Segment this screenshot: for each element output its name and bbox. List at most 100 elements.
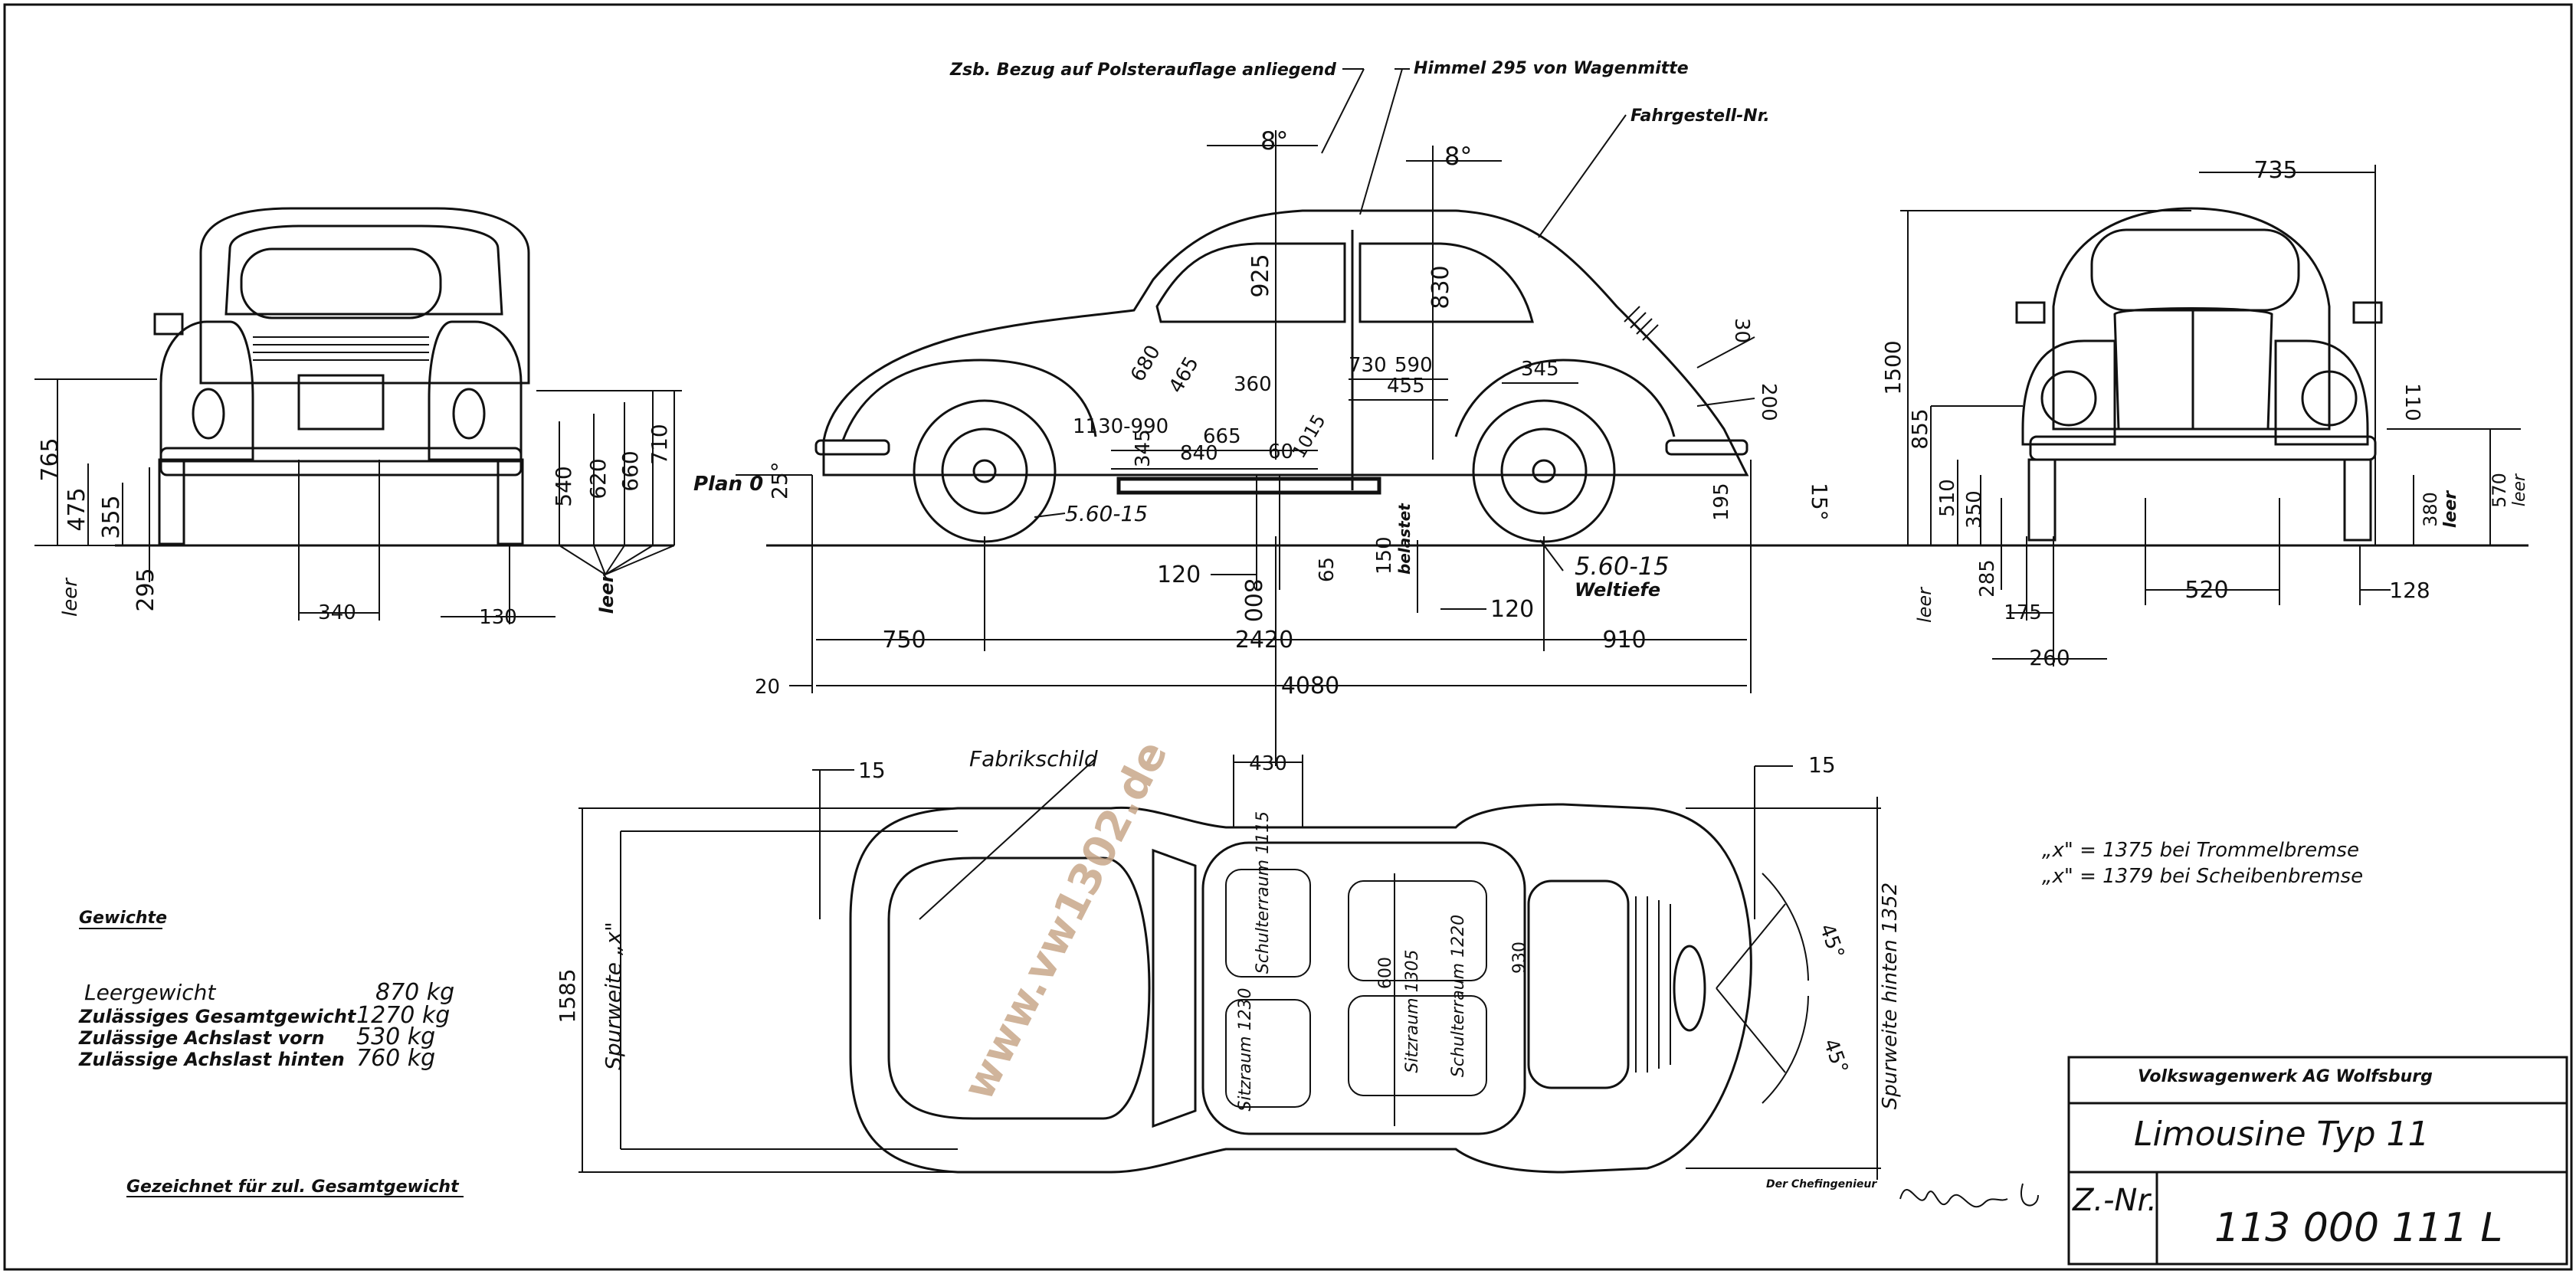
title-model: Limousine Typ 11 <box>2134 1115 2430 1154</box>
rear-dim-130: 130 <box>479 606 517 629</box>
side-dim-680: 680 <box>1126 342 1165 386</box>
side-dim-345b: 345 <box>1132 429 1155 467</box>
weights-row-label-1: Zulässiges Gesamtgewicht <box>78 1006 357 1027</box>
side-dim-65: 65 <box>1316 557 1339 582</box>
weights-table: Gewichte Leergewicht 870 kg Zulässiges G… <box>78 909 464 1197</box>
front-dim-260: 260 <box>2029 645 2070 670</box>
front-leer-right2: leer <box>2510 473 2529 506</box>
top-dim-430: 430 <box>1249 752 1287 775</box>
rear-leer-mid: leer <box>596 572 618 614</box>
annotation-headliner: Himmel 295 von Wagenmitte <box>1414 59 1689 78</box>
rear-dim-540: 540 <box>551 466 576 506</box>
rear-dim-710: 710 <box>647 424 672 464</box>
top-angle-45a: 45° <box>1814 921 1848 962</box>
weights-row-value-2: 530 kg <box>356 1023 435 1050</box>
side-angle-rear: 15° <box>1807 483 1832 521</box>
side-dim-750: 750 <box>882 627 926 653</box>
front-dim-855: 855 <box>1907 408 1932 449</box>
rear-dim-620: 620 <box>585 458 611 499</box>
top-fabrikschild: Fabrikschild <box>969 746 1098 771</box>
note-drum-brake: „x" = 1375 bei Trommelbremse <box>2042 839 2359 862</box>
front-dim-110: 110 <box>2401 383 2424 421</box>
weights-title: Gewichte <box>79 909 167 928</box>
signature <box>1899 1183 2039 1208</box>
front-view: 1500 855 510 350 285 leer 735 110 380 le… <box>1880 157 2529 670</box>
top-dim-930: 930 <box>1510 942 1529 974</box>
side-tyre-front: 5.60-15 <box>1065 501 1148 526</box>
side-dim-1130-990: 1130-990 <box>1073 415 1168 438</box>
side-dim-1015: 1015 <box>1288 411 1330 462</box>
top-schulterraum-rear: Schulterraum 1220 <box>1449 915 1468 1077</box>
side-dim-590: 590 <box>1395 354 1433 377</box>
side-plan0: Plan 0 <box>693 473 763 496</box>
weights-row-value-3: 760 kg <box>356 1045 435 1072</box>
side-dim-465: 465 <box>1165 353 1204 398</box>
side-dim-2420: 2420 <box>1235 627 1293 653</box>
sheet-border <box>3 3 2573 1271</box>
side-dim-150: 150 <box>1373 536 1396 575</box>
side-dim-200: 200 <box>1757 383 1780 421</box>
rear-leer-left: leer <box>59 577 82 617</box>
brake-notes: „x" = 1375 bei Trommelbremse „x" = 1379 … <box>2042 839 2363 888</box>
side-belastet: belastet <box>1395 503 1414 575</box>
side-angle-front: 25° <box>767 461 792 499</box>
top-annotations: Zsb. Bezug auf Polsterauflage anliegend … <box>949 59 1770 238</box>
front-dim-285: 285 <box>1976 559 1999 598</box>
side-weltiefe: Weltiefe <box>1575 579 1660 601</box>
side-dim-4080: 4080 <box>1281 673 1339 699</box>
side-dim-910: 910 <box>1602 627 1646 653</box>
side-angle-top1: 8° <box>1260 126 1288 156</box>
side-dim-195: 195 <box>1710 483 1733 521</box>
weights-row-value-1: 1270 kg <box>356 1002 450 1029</box>
side-dim-20: 20 <box>755 676 780 699</box>
front-dim-1500: 1500 <box>1880 340 1906 395</box>
side-dim-830: 830 <box>1427 265 1454 309</box>
top-sitzraum-front: Sitzraum 1230 <box>1236 987 1255 1111</box>
side-dim-800: 800 <box>1239 578 1266 622</box>
front-dim-520: 520 <box>2184 577 2228 604</box>
rear-view: 765 475 355 295 leer 540 620 660 710 lee… <box>34 207 682 629</box>
side-angle-top2: 8° <box>1444 142 1472 171</box>
front-dim-350: 350 <box>1963 490 1986 529</box>
side-dim-840: 840 <box>1180 442 1218 465</box>
top-dim-15a: 15 <box>858 758 886 783</box>
front-leer-left: leer <box>1914 586 1935 623</box>
rear-dim-340: 340 <box>318 601 356 624</box>
front-dim-510: 510 <box>1936 479 1959 517</box>
weights-footer: Gezeichnet für zul. Gesamtgewicht <box>126 1177 460 1197</box>
title-company: Volkswagenwerk AG Wolfsburg <box>2138 1067 2433 1086</box>
rear-dim-355: 355 <box>98 495 125 539</box>
front-leer-right1: leer <box>2441 490 2460 528</box>
side-dim-925: 925 <box>1247 254 1274 297</box>
rear-dim-295: 295 <box>133 568 159 611</box>
title-znr-value: 113 000 111 L <box>2214 1205 2502 1251</box>
top-dim-15b: 15 <box>1808 752 1836 778</box>
annotation-chassis: Fahrgestell-Nr. <box>1630 106 1770 126</box>
side-dim-120b: 120 <box>1490 596 1534 623</box>
side-dim-360: 360 <box>1234 373 1272 396</box>
side-dim-120a: 120 <box>1157 562 1201 588</box>
top-sitzraum-rear: Sitzraum 1305 <box>1403 949 1422 1073</box>
weights-row-label-3: Zulässige Achslast hinten <box>78 1049 345 1070</box>
front-dim-735: 735 <box>2253 157 2297 184</box>
weights-row-value-0: 870 kg <box>375 979 454 1006</box>
side-dim-60: 60 <box>1268 440 1293 463</box>
rear-dim-765: 765 <box>37 437 64 481</box>
top-angle-45b: 45° <box>1818 1036 1852 1077</box>
front-dim-570: 570 <box>2489 473 2510 508</box>
front-dim-175: 175 <box>2004 601 2042 624</box>
side-dim-345a: 345 <box>1521 358 1559 381</box>
top-schulterraum: Schulterraum 1115 <box>1254 811 1273 974</box>
top-spurweite-front: Spurweite „x" <box>601 922 626 1070</box>
top-view: 1585 Spurweite „x" 15 Fabrikschild 430 1… <box>555 746 1902 1180</box>
top-dim-600: 600 <box>1376 957 1395 989</box>
annotation-upholstery: Zsb. Bezug auf Polsterauflage anliegend <box>949 61 1336 80</box>
note-disc-brake: „x" = 1379 bei Scheibenbremse <box>2042 865 2363 888</box>
rear-dim-660: 660 <box>618 450 643 491</box>
title-chief: Der Chefingenieur <box>1766 1178 1877 1190</box>
side-dim-30: 30 <box>1730 318 1753 343</box>
front-dim-128: 128 <box>2389 578 2430 603</box>
top-dim-1585: 1585 <box>555 968 580 1023</box>
side-dim-730: 730 <box>1349 354 1387 377</box>
